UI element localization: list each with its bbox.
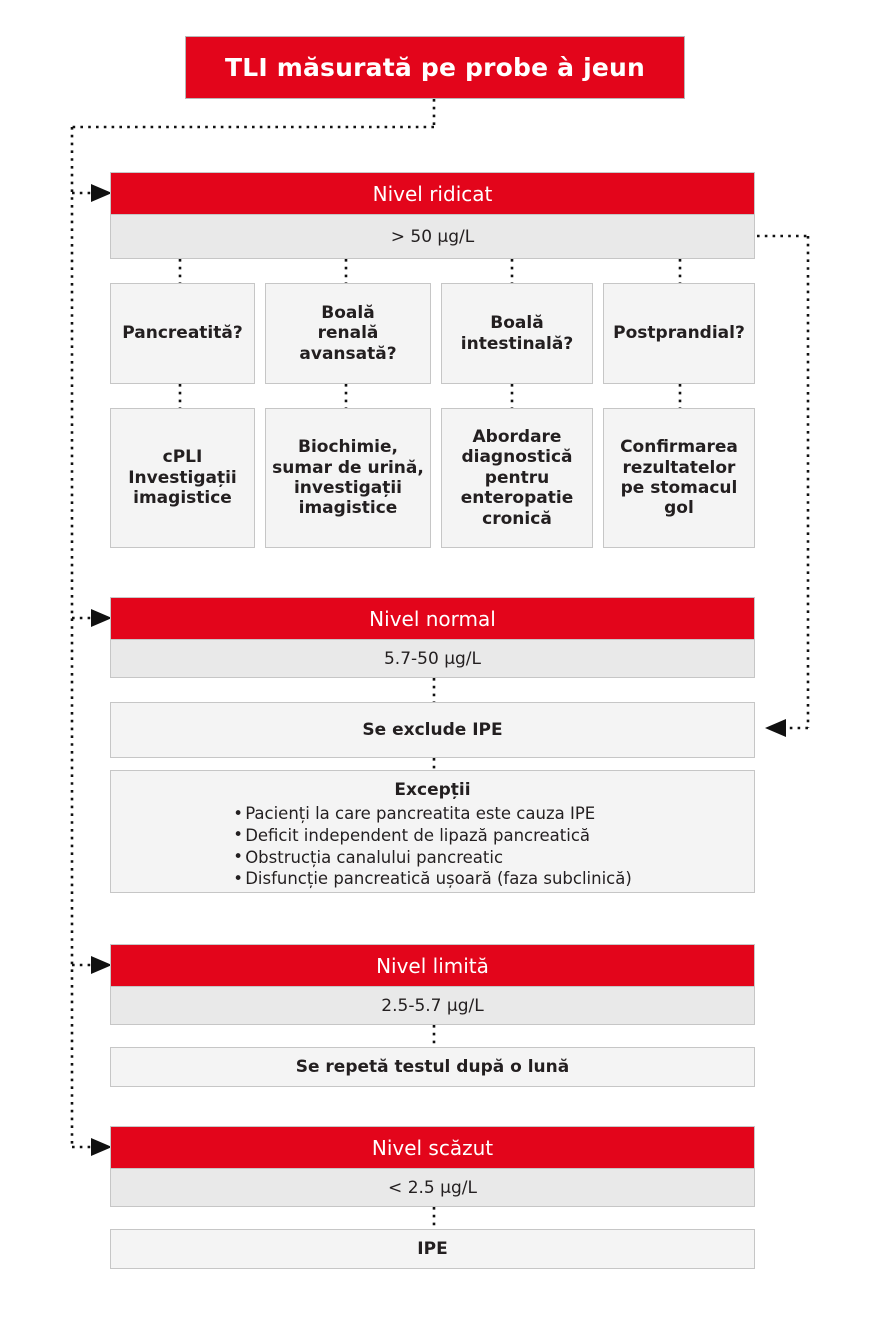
action-box-2: Biochimie, sumar de urină, investigații …: [265, 408, 431, 548]
arrowhead-exclude: [765, 719, 786, 737]
level-value-borderline: 2.5-5.7 μg/L: [110, 986, 755, 1025]
level-header-borderline: Nivel limită: [110, 944, 755, 986]
ipe-box: IPE: [110, 1229, 755, 1269]
level-value-low: < 2.5 μg/L: [110, 1168, 755, 1207]
action-box-1: cPLI Investigații imagistice: [110, 408, 255, 548]
exceptions-title: Excepții: [394, 780, 471, 800]
question-box-3: Boală intestinală?: [441, 283, 593, 384]
arrowhead-borderline: [91, 956, 112, 974]
exceptions-item-3: Obstrucția canalului pancreatic: [233, 846, 632, 869]
exclude-ipe-box: Se exclude IPE: [110, 702, 755, 758]
level-header-normal: Nivel normal: [110, 597, 755, 639]
action-box-4: Confirmarea rezultatelor pe stomacul gol: [603, 408, 755, 548]
repeat-test-box: Se repetă testul după o lună: [110, 1047, 755, 1087]
exceptions-item-4: Disfuncție pancreatică ușoară (faza subc…: [233, 868, 632, 890]
arrowhead-normal: [91, 609, 112, 627]
level-header-low: Nivel scăzut: [110, 1126, 755, 1168]
arrowhead-low: [91, 1138, 112, 1156]
question-box-1: Pancreatită?: [110, 283, 255, 384]
action-box-3: Abordare diagnostică pentru enteropatie …: [441, 408, 593, 548]
level-value-high: > 50 μg/L: [110, 214, 755, 259]
arrowhead-high: [91, 184, 112, 202]
page-title: TLI măsurată pe probe à jeun: [185, 36, 685, 99]
level-value-normal: 5.7-50 μg/L: [110, 639, 755, 678]
exceptions-box: Excepții Pacienți la care pancreatita es…: [110, 770, 755, 893]
level-header-high: Nivel ridicat: [110, 172, 755, 214]
question-box-2: Boală renală avansată?: [265, 283, 431, 384]
question-box-4: Postprandial?: [603, 283, 755, 384]
exceptions-list: Pacienți la care pancreatita este cauza …: [233, 803, 632, 890]
exceptions-item-1: Pacienți la care pancreatita este cauza …: [233, 803, 632, 825]
exceptions-item-2: Deficit independent de lipază pancreatic…: [233, 824, 632, 847]
